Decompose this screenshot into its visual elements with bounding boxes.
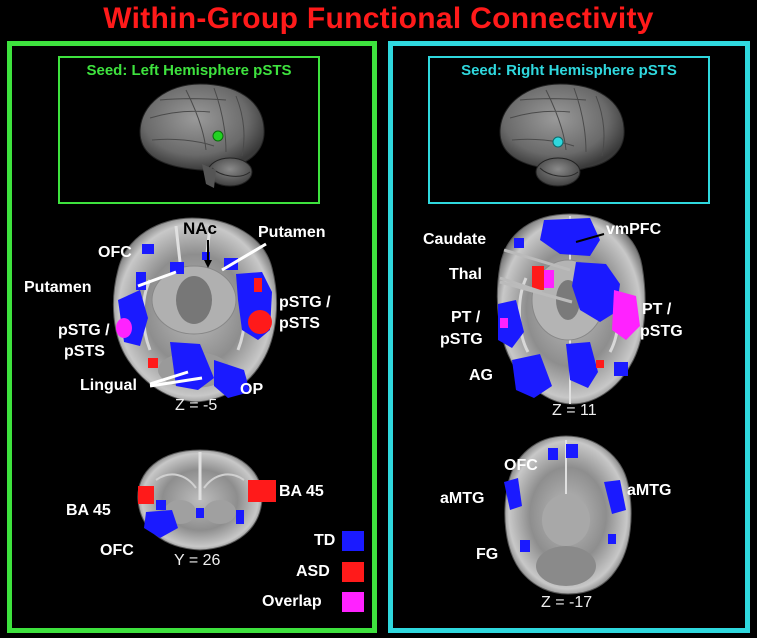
label-ofc-inferior: OFC xyxy=(504,457,538,474)
label-ofc-coronal: OFC xyxy=(100,542,134,559)
coord-z-11: Z = 11 xyxy=(552,402,597,419)
label-pt-right-1: PT / xyxy=(642,301,672,318)
label-pstg-right-2: pSTS xyxy=(279,315,320,332)
legend-td-label: TD xyxy=(314,532,336,549)
vmpfc-arrow xyxy=(575,233,605,243)
right-axial-activations xyxy=(498,218,640,398)
thal-arrow-2 xyxy=(499,280,573,304)
label-putamen-right: Putamen xyxy=(258,224,326,241)
label-amtg-left: aMTG xyxy=(440,490,485,507)
label-pt-left-2: pSTG xyxy=(440,331,483,348)
label-pstg-left-2: pSTS xyxy=(64,343,105,360)
legend-overlap-swatch xyxy=(342,592,364,612)
label-nac: NAc xyxy=(183,219,218,238)
label-ba45-left: BA 45 xyxy=(66,502,111,519)
label-putamen-left: Putamen xyxy=(24,279,92,296)
thal-arrow-1 xyxy=(499,276,543,294)
legend-td-swatch xyxy=(342,531,364,551)
label-fg: FG xyxy=(476,546,499,563)
legend-asd-label: ASD xyxy=(296,563,330,580)
right-seed-panel xyxy=(388,41,750,633)
label-ba45-right: BA 45 xyxy=(279,483,324,500)
lingual-arrow-1 xyxy=(149,370,189,386)
left-seed-brain xyxy=(139,83,265,188)
left-seed-title: Seed: Left Hemisphere pSTS xyxy=(86,62,292,79)
label-ag: AG xyxy=(469,367,493,384)
label-pt-right-2: pSTG xyxy=(640,323,683,340)
right-inferior-brain xyxy=(504,435,632,595)
right-seed-brain xyxy=(499,83,625,187)
label-amtg-right: aMTG xyxy=(627,482,672,499)
label-lingual: Lingual xyxy=(80,377,137,394)
left-seed-box: Seed: Left Hemisphere pSTS xyxy=(58,56,320,204)
label-vmpfc: vmPFC xyxy=(606,221,662,238)
label-ofc-left-axial: OFC xyxy=(98,244,132,261)
legend-asd-swatch xyxy=(342,562,364,582)
lingual-arrow-2 xyxy=(149,376,203,388)
coord-z-minus-17: Z = -17 xyxy=(541,594,593,611)
putamen-right-arrow xyxy=(221,242,267,272)
right-seed-title: Seed: Right Hemisphere pSTS xyxy=(461,62,677,79)
label-pt-left-1: PT / xyxy=(451,309,481,326)
left-seed-panel xyxy=(7,41,377,633)
figure-title: Within-Group Functional Connectivity xyxy=(103,2,654,35)
left-axial-activations xyxy=(116,244,272,398)
coord-z-minus-5: Z = -5 xyxy=(175,397,218,414)
putamen-left-arrow xyxy=(137,270,177,288)
legend-overlap-label: Overlap xyxy=(262,593,322,610)
coord-y-26: Y = 26 xyxy=(174,552,221,569)
right-seed-box: Seed: Right Hemisphere pSTS xyxy=(428,56,710,204)
left-coronal-activations xyxy=(138,480,276,538)
label-pstg-right-1: pSTG / xyxy=(279,294,331,311)
label-caudate: Caudate xyxy=(423,231,487,248)
label-thal: Thal xyxy=(449,266,482,283)
label-op: OP xyxy=(240,381,264,398)
right-inferior-activations xyxy=(504,444,626,552)
label-pstg-left-1: pSTG / xyxy=(58,322,110,339)
caudate-arrow xyxy=(503,248,571,272)
